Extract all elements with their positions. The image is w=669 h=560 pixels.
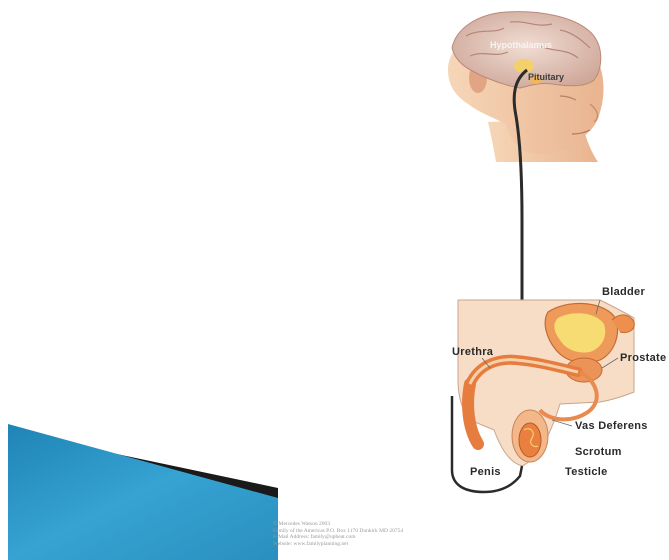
credit-line: © Mercedes Watson 2003 (273, 521, 503, 528)
bladder-label: Bladder (602, 286, 645, 298)
blue-band-shape (8, 424, 278, 560)
scrotum-label: Scrotum (575, 446, 622, 458)
urethra-label: Urethra (452, 346, 493, 358)
credit-line: E-Mail Address: family@upbeat.com (273, 534, 503, 541)
testicle-shape (519, 423, 541, 457)
head-illustration (448, 12, 604, 162)
prostate-label: Prostate (620, 352, 666, 364)
penis-label: Penis (470, 466, 501, 478)
copyright-credit: © Mercedes Watson 2003 Family of the Ame… (273, 521, 503, 547)
reproductive-organs-illustration (452, 300, 634, 492)
hypothalamus-label: Hypothalamus (490, 40, 552, 50)
vas-deferens-label: Vas Deferens (575, 420, 648, 432)
testicle-label: Testicle (565, 466, 608, 478)
credit-line: Website: www.familyplanning.net (273, 541, 503, 548)
pituitary-label: Pituitary (528, 72, 564, 82)
slide-decoration (8, 424, 278, 560)
